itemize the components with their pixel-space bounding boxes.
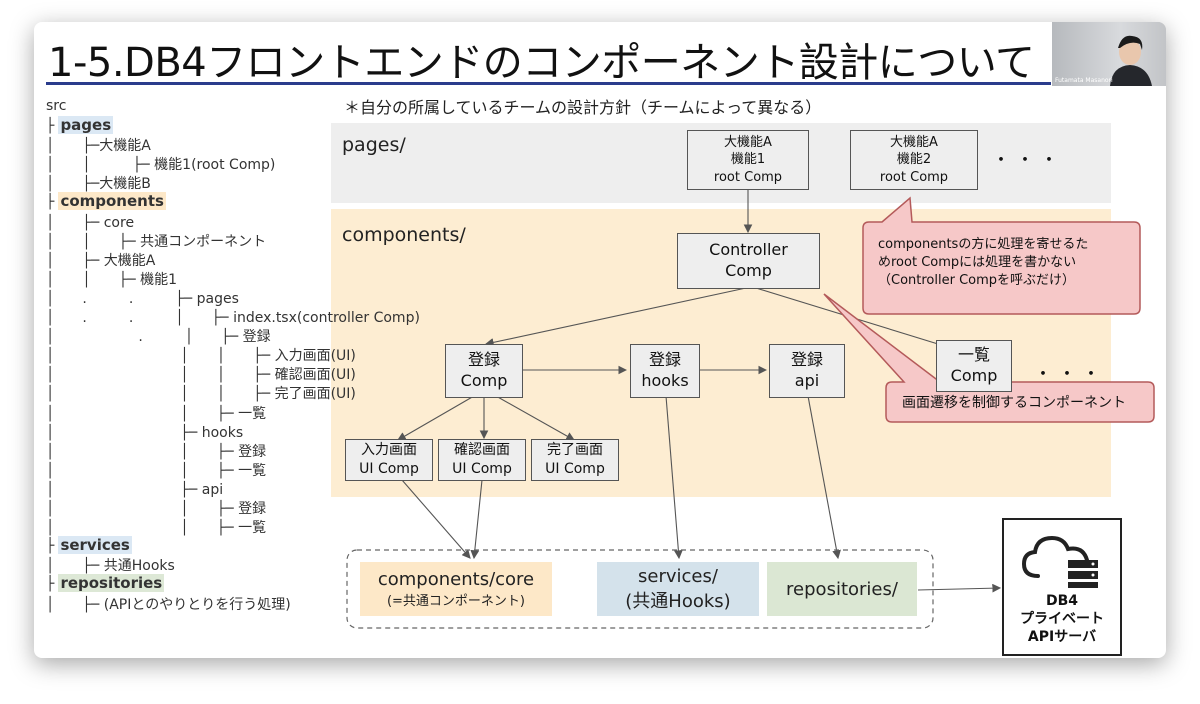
components-band-label: components/ xyxy=(342,224,466,246)
services-box: services/ (共通Hooks) xyxy=(597,562,759,616)
tree-row: │ ├─大機能B xyxy=(46,173,151,193)
tree-row-text: │ │ ├─ 一覧 xyxy=(46,520,267,537)
tree-row: ├services xyxy=(46,536,132,555)
tree-row-text: │ │ ├─ 機能1(root Comp) xyxy=(46,157,276,174)
tree-row: │ │ │ ├─ 確認画面(UI) xyxy=(46,364,356,384)
tree-row-text: │ │ │ ├─ 完了画面(UI) xyxy=(46,386,356,403)
tree-row: │ │ │ ├─ 完了画面(UI) xyxy=(46,383,356,403)
tree-row-text: │ . . ├─ pages xyxy=(46,290,239,307)
policy-note: ＊自分の所属しているチームの設計方針（チームによって異なる） xyxy=(344,98,822,117)
tree-row-text: │ │ ├─ 機能1 xyxy=(46,271,178,288)
pages-ellipsis: ・・・ xyxy=(992,150,1064,171)
tree-row: ├pages xyxy=(46,116,114,134)
tree-row: │ │ ├─ 共通コンポーネント xyxy=(46,231,266,251)
tree-row: │ ├─ (APIとのやりとりを行う処理) xyxy=(46,594,291,614)
callout-controller: 画面遷移を制御するコンポーネント xyxy=(902,395,1126,411)
tree-row-text: │ │ │ ├─ 入力画面(UI) xyxy=(46,348,356,365)
tree-row: │ │ ├─ 一覧 xyxy=(46,460,266,480)
tree-row: │ │ ├─ 一覧 xyxy=(46,403,266,423)
tree-row-text: │ ├─ hooks xyxy=(46,424,244,441)
tree-row-text: │ ├─ core xyxy=(46,214,135,231)
tree-row-text: │ ├─大機能B xyxy=(46,176,151,193)
tree-row-text: │ ├─大機能A xyxy=(46,138,151,155)
api-server-line-1: DB4 xyxy=(1045,593,1079,609)
tree-row-text: │ . . │ ├─ index.tsx(controller Comp) xyxy=(46,310,420,326)
diagram-connectors xyxy=(346,190,1155,629)
tree-row: │ │ ├─ 機能1(root Comp) xyxy=(46,154,275,174)
repositories-box: repositories/ xyxy=(767,562,917,616)
tree-row: ├components xyxy=(46,192,166,211)
tree-folder-label: repositories xyxy=(58,574,165,593)
api-server-line-3: APIサーバ xyxy=(1027,629,1097,646)
tree-row: │ . │ ├─ 登録 xyxy=(46,326,271,346)
tree-row: │ ├─ hooks xyxy=(46,422,243,442)
tree-folder-label: services xyxy=(58,536,132,555)
cloud-server-icon xyxy=(1021,535,1098,588)
tree-row: ├repositories xyxy=(46,574,165,593)
tree-row: │ │ ├─ 登録 xyxy=(46,498,266,518)
title-rule xyxy=(46,82,1051,85)
pages-band-label: pages/ xyxy=(342,134,406,156)
tree-row-text: │ │ ├─ 登録 xyxy=(46,501,267,517)
tree-row: │ │ ├─ 一覧 xyxy=(46,517,266,537)
callout-root-comp: componentsの方に処理を寄せるた めroot Compには処理を書かない… xyxy=(878,237,1089,289)
tree-row: │ ├─ 大機能A xyxy=(46,250,155,270)
tree-row-text: ├ xyxy=(46,194,55,211)
tree-row-text: │ │ │ ├─ 確認画面(UI) xyxy=(46,367,356,384)
tree-row-text: │ ├─ api xyxy=(46,481,224,498)
tree-folder-label: pages xyxy=(58,116,114,134)
tree-row-text: │ │ ├─ 一覧 xyxy=(46,462,267,479)
tree-row-text: │ │ ├─ 一覧 xyxy=(46,405,267,422)
tree-row-text: │ ├─ (APIとのやりとりを行う処理) xyxy=(46,596,291,613)
api-server-line-2: プライベート xyxy=(1020,611,1104,628)
tree-row: │ . . ├─ pages xyxy=(46,288,239,308)
tree-row: │ │ ├─ 登録 xyxy=(46,441,266,461)
tree-row: │ ├─ 共通Hooks xyxy=(46,555,175,575)
tree-row-text: ├ xyxy=(46,576,55,593)
tree-row: │ ├─大機能A xyxy=(46,135,151,155)
camera-caption: Futamata Masanori xyxy=(1055,77,1113,84)
tree-row-text: │ . │ ├─ 登録 xyxy=(46,329,271,346)
api-server-box: DB4 プライベート APIサーバ xyxy=(1002,518,1122,656)
tree-row: │ . . │ ├─ index.tsx(controller Comp) xyxy=(46,307,420,327)
tree-row-text: │ │ ├─ 登録 xyxy=(46,443,267,460)
tree-row-text: │ ├─ 大機能A xyxy=(46,252,156,269)
tree-row: │ ├─ core xyxy=(46,212,134,232)
components-ellipsis: ・・・ xyxy=(1034,364,1106,385)
tree-row-text: ├ xyxy=(46,118,55,134)
tree-row: │ │ ├─ 機能1 xyxy=(46,269,177,289)
tree-row: │ │ │ ├─ 入力画面(UI) xyxy=(46,345,356,365)
tree-root: src xyxy=(46,98,67,114)
tree-folder-label: components xyxy=(58,192,166,211)
tree-row: │ ├─ api xyxy=(46,479,223,499)
components-core-box: components/core (=共通コンポーネント) xyxy=(360,562,552,616)
tree-row-text: │ │ ├─ 共通コンポーネント xyxy=(46,233,267,250)
tree-row-text: ├ xyxy=(46,538,55,555)
slide: 1-5.DB4フロントエンドのコンポーネント設計について Futamata Ma… xyxy=(34,22,1166,658)
slide-title: 1-5.DB4フロントエンドのコンポーネント設計について xyxy=(48,40,1035,86)
tree-row-text: │ ├─ 共通Hooks xyxy=(46,558,175,575)
person-avatar-icon xyxy=(1110,35,1152,86)
camera-overlay: Futamata Masanori xyxy=(1052,22,1166,86)
